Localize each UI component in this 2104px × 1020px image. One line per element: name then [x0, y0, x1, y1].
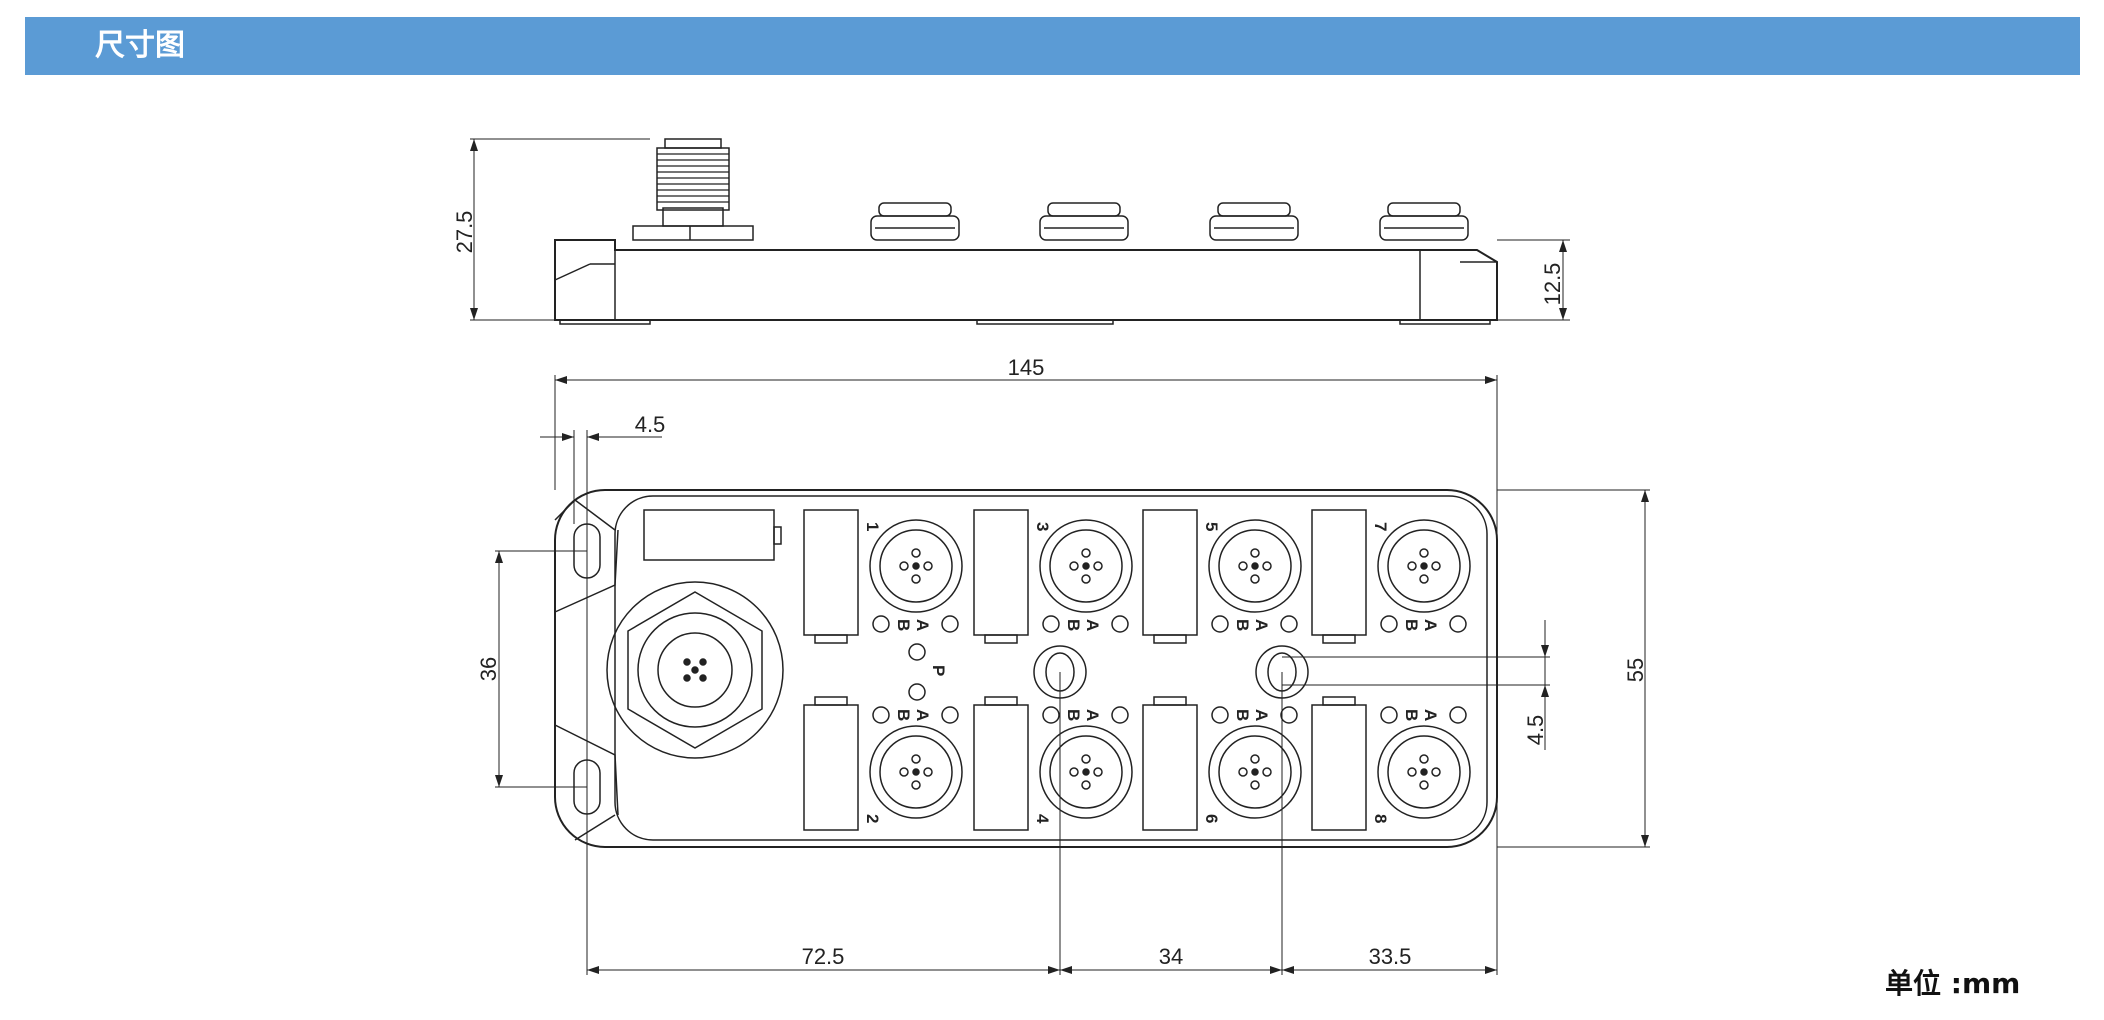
pin-label-b: B: [894, 709, 913, 721]
dim-span-b: 34: [1159, 944, 1183, 969]
pin-label-p: P: [929, 665, 948, 676]
top-view: [554, 489, 1498, 848]
pin-label-a: A: [1421, 709, 1440, 721]
dim-hole-spacing: 36: [476, 657, 501, 681]
pin-label-a: A: [913, 709, 932, 721]
port-6: [1142, 696, 1302, 831]
pin-label-a: A: [1252, 619, 1271, 631]
pin-label-a: A: [1083, 709, 1102, 721]
port-8: [1311, 696, 1471, 831]
pin-label-b: B: [894, 619, 913, 631]
dimension-lines: [495, 375, 1650, 975]
port-number-1: 1: [863, 522, 882, 531]
port-1: [803, 509, 963, 644]
dim-height-body: 12.5: [1540, 263, 1565, 306]
pin-labels: A B A B A B A B A B A B A B A B P: [894, 619, 1440, 721]
port-number-5: 5: [1202, 522, 1221, 531]
center-holes: [1033, 645, 1309, 699]
port-7: [1311, 509, 1471, 644]
dim-span-a: 72.5: [802, 944, 845, 969]
section-title: 尺寸图: [95, 28, 185, 63]
pin-label-b: B: [1064, 709, 1083, 721]
port-number-4: 4: [1033, 814, 1052, 824]
section-header: 尺寸图: [25, 17, 2080, 75]
pin-label-a: A: [1252, 709, 1271, 721]
side-connector-main: [632, 138, 754, 241]
dim-span-c: 33.5: [1369, 944, 1412, 969]
dim-width-total: 145: [1008, 355, 1045, 380]
port-3: [973, 509, 1133, 644]
port-number-3: 3: [1033, 522, 1052, 531]
dim-height-total: 27.5: [452, 211, 477, 254]
port-number-2: 2: [863, 814, 882, 823]
port-4: [973, 696, 1133, 831]
side-view: [470, 138, 1570, 325]
port-5: [1142, 509, 1302, 644]
dim-depth-total: 55: [1623, 658, 1648, 682]
port-2: [803, 696, 963, 831]
pin-label-b: B: [1064, 619, 1083, 631]
pin-label-b: B: [1402, 709, 1421, 721]
dimension-arrows: [495, 376, 1649, 974]
pin-label-b: B: [1233, 709, 1252, 721]
port-number-6: 6: [1202, 814, 1221, 823]
pin-label-a: A: [1083, 619, 1102, 631]
main-connector: [606, 581, 784, 759]
unit-label: 单位 :mm: [1885, 967, 2021, 1000]
pin-label-b: B: [1233, 619, 1252, 631]
dim-center-offset: 4.5: [1523, 715, 1548, 746]
port-number-8: 8: [1371, 814, 1390, 823]
port-number-7: 7: [1371, 522, 1390, 531]
pin-label-a: A: [1421, 619, 1440, 631]
pin-label-a: A: [913, 619, 932, 631]
pin-label-b: B: [1402, 619, 1421, 631]
side-port-caps: [870, 202, 1469, 241]
dim-hole-offset: 4.5: [635, 412, 666, 437]
